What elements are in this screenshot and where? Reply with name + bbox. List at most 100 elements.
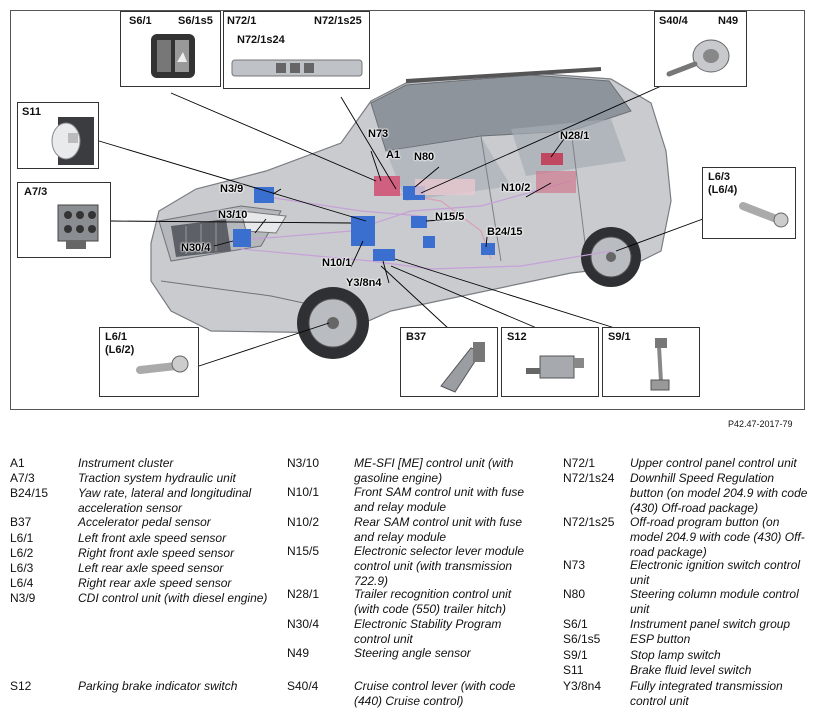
figure-reference: P42.47-2017-79 xyxy=(728,419,793,429)
callout-n49: N49 xyxy=(718,15,739,27)
callout-s12: S12 xyxy=(507,331,527,343)
legend-code: A7/3 xyxy=(10,471,35,485)
legend-code: S12 xyxy=(10,679,32,693)
callout-l6-1: L6/1 xyxy=(105,331,128,343)
legend-code: N72/1s25 xyxy=(563,515,615,529)
legend-code: N3/10 xyxy=(287,456,320,470)
legend-description: Left front axle speed sensor xyxy=(78,531,227,545)
callout-n3-10: N3/10 xyxy=(218,209,248,221)
callout-l6-3: L6/3 xyxy=(708,171,731,183)
legend-description: Off-road program button (on model 204.9 … xyxy=(630,515,805,559)
callout-a7-3: A7/3 xyxy=(24,186,48,198)
wheel-rear xyxy=(581,227,641,287)
legend-code: A1 xyxy=(10,456,25,470)
callout-n3-9: N3/9 xyxy=(220,183,244,195)
callout-n72-1s24: N72/1s24 xyxy=(237,34,285,46)
callout-y3-8n4: Y3/8n4 xyxy=(346,277,382,289)
callout-n10-1: N10/1 xyxy=(322,257,352,269)
component-markers xyxy=(233,153,576,261)
legend-code: Y3/8n4 xyxy=(563,679,602,693)
legend-description: Brake fluid level switch xyxy=(630,663,752,677)
inset-b37: B37 xyxy=(400,327,498,397)
switch-group-icon xyxy=(151,34,195,78)
legend-description: Steering column module control unit xyxy=(630,587,799,616)
callout-n72-1: N72/1 xyxy=(227,15,257,27)
legend-description: Rear SAM control unit with fuse and rela… xyxy=(354,515,523,544)
legend-description: Upper control panel control unit xyxy=(630,456,797,470)
legend-description: ME-SFI [ME] control unit (with gasoline … xyxy=(354,456,514,485)
front-axle-speed-sensor-icon xyxy=(136,355,189,374)
legend-code: N80 xyxy=(563,587,586,601)
callout-n10-2: N10/2 xyxy=(501,182,531,194)
legend-description: Traction system hydraulic unit xyxy=(78,471,236,485)
legend-description: Electronic selector lever module control… xyxy=(354,544,525,588)
legend-description: Parking brake indicator switch xyxy=(78,679,238,693)
legend-description: CDI control unit (with diesel engine) xyxy=(78,591,268,605)
legend-description: Stop lamp switch xyxy=(630,648,721,662)
leader-lines xyxy=(98,82,712,367)
legend-description: Steering angle sensor xyxy=(354,646,471,660)
callout-s6-1s5: S6/1s5 xyxy=(178,15,213,27)
legend-description: Trailer recognition control unit (with c… xyxy=(354,587,512,616)
inset-s40-4: S40/4 N49 xyxy=(654,11,747,87)
legend-code: S40/4 xyxy=(287,679,319,693)
legend-code: N3/9 xyxy=(10,591,36,605)
legend-code: N15/5 xyxy=(287,544,320,558)
legend-description: ESP button xyxy=(630,632,691,646)
legend-code: N72/1s24 xyxy=(563,471,615,485)
legend-code: L6/1 xyxy=(10,531,34,545)
legend-code: N10/2 xyxy=(287,515,320,529)
legend-code: N28/1 xyxy=(287,587,320,601)
callout-b24-15: B24/15 xyxy=(487,226,523,238)
legend-code: B24/15 xyxy=(10,486,49,500)
legend-code: B37 xyxy=(10,515,32,529)
callout-l6-2: (L6/2) xyxy=(105,344,135,356)
legend-description: Front SAM control unit with fuse and rel… xyxy=(354,485,525,514)
inset-l6-1: L6/1 (L6/2) xyxy=(99,327,199,397)
legend-code: L6/2 xyxy=(10,546,34,560)
legend-code: N30/4 xyxy=(287,617,320,631)
parking-brake-switch-icon xyxy=(526,355,584,379)
steering-sensor-icon xyxy=(666,39,730,77)
callout-s40-4: S40/4 xyxy=(659,15,688,27)
legend-code: S6/1s5 xyxy=(563,632,601,646)
legend-description: Instrument panel switch group xyxy=(630,617,791,631)
inset-l6-3: L6/3 (L6/4) xyxy=(702,167,796,239)
legend-code: S11 xyxy=(563,663,584,677)
legend-code: L6/3 xyxy=(10,561,34,575)
callout-n80: N80 xyxy=(414,151,435,163)
callout-s11: S11 xyxy=(22,106,41,118)
legend-description: Instrument cluster xyxy=(78,456,174,470)
rear-axle-speed-sensor-icon xyxy=(739,202,789,228)
vehicle-illustration xyxy=(98,67,712,367)
legend-description: Yaw rate, lateral and longitudinal accel… xyxy=(78,486,252,515)
callout-n28-1: N28/1 xyxy=(560,130,590,142)
legend-code: L6/4 xyxy=(10,576,34,590)
legend-description: Electronic ignition switch control unit xyxy=(630,558,801,587)
legend-description: Downhill Speed Regulation button (on mod… xyxy=(630,471,808,515)
callout-s9-1: S9/1 xyxy=(608,331,631,343)
callout-n72-1s25: N72/1s25 xyxy=(314,15,362,27)
legend-description: Electronic Stability Program control uni… xyxy=(354,617,502,646)
legend-description: Right front axle speed sensor xyxy=(78,546,235,560)
callout-a1: A1 xyxy=(386,149,401,161)
legend-code: S6/1 xyxy=(563,617,588,631)
inset-a7-3: A7/3 xyxy=(17,182,111,258)
stop-lamp-switch-icon xyxy=(650,338,670,391)
legend-code: S9/1 xyxy=(563,648,588,662)
legend-description: Fully integrated transmission control un… xyxy=(630,679,783,708)
callout-n30-4: N30/4 xyxy=(181,242,211,254)
legend-code: N10/1 xyxy=(287,485,320,499)
legend-description: Accelerator pedal sensor xyxy=(78,515,211,529)
inset-s11: S11 xyxy=(17,102,99,169)
inset-n72-1: N72/1 N72/1s25 N72/1s24 xyxy=(223,11,370,89)
legend-code: N49 xyxy=(287,646,310,660)
hydraulic-unit-icon xyxy=(57,204,99,249)
legend-description: Right rear axle speed sensor xyxy=(78,576,232,590)
inset-s9-1: S9/1 xyxy=(602,327,700,397)
legend-code: N73 xyxy=(563,558,586,572)
component-location-diagram: S6/1 S6/1s5 N72/1 N72/1s25 N72/1s24 S40/… xyxy=(10,10,805,410)
inset-s6-1: S6/1 S6/1s5 xyxy=(120,11,221,87)
accelerator-pedal-icon xyxy=(440,342,485,393)
component-legend: A1 Instrument cluster A7/3 Traction system… xyxy=(0,448,814,717)
